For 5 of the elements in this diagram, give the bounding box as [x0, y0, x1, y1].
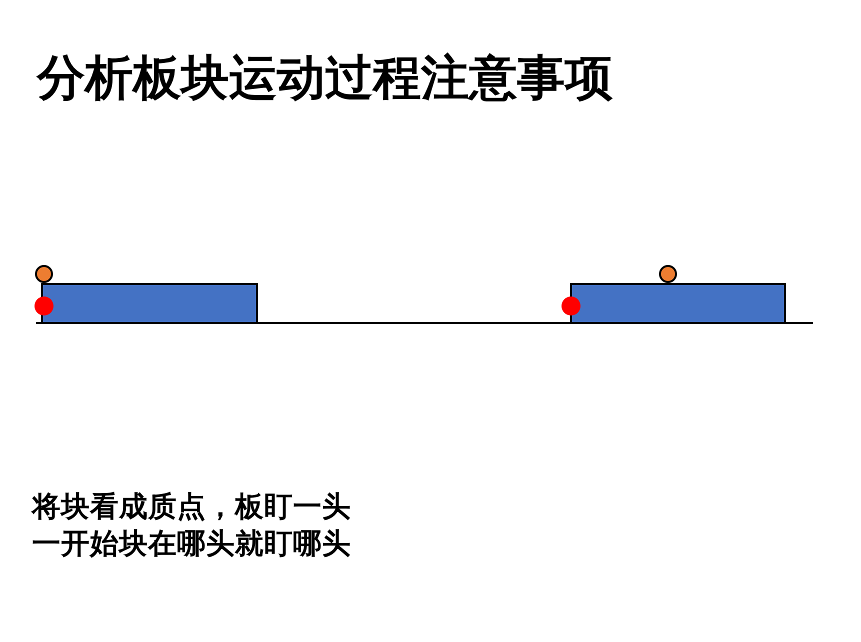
title: 分析板块运动过程注意事项 [37, 51, 613, 106]
board [570, 283, 786, 324]
board [41, 283, 258, 324]
note-text: 一开始块在哪头就盯哪头 [32, 527, 351, 561]
note-text: 将块看成质点，板盯一头 [32, 490, 351, 524]
